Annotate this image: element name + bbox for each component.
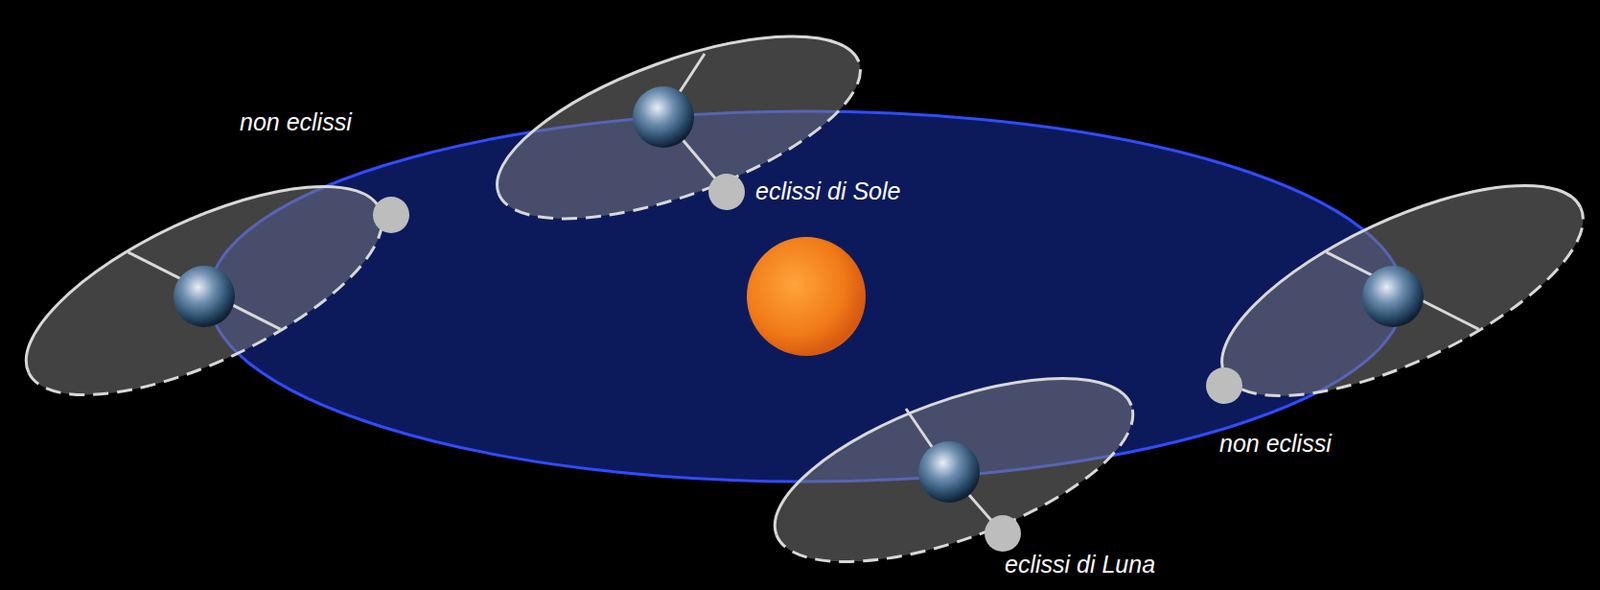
- orbit-plane: [475, 0, 882, 256]
- moon-orbit: [1194, 142, 1600, 438]
- earth: [918, 440, 980, 503]
- moon: [1205, 367, 1243, 404]
- earth: [1362, 265, 1424, 327]
- moon-orbit: [475, 0, 882, 256]
- caption-label: eclissi di Luna: [1004, 549, 1156, 579]
- moon: [984, 514, 1021, 552]
- moon: [372, 196, 410, 233]
- orbit-plane: [0, 144, 410, 438]
- orbit-line: [475, 0, 859, 193]
- moon: [708, 173, 745, 210]
- caption-label: non eclissi: [1219, 428, 1332, 458]
- orbit-line-dashed: [1224, 207, 1600, 438]
- earth: [632, 86, 695, 148]
- orbit-line: [1194, 142, 1581, 373]
- orbit-line: [752, 340, 1132, 534]
- orbit-plane: [752, 340, 1155, 590]
- orbit-line: [0, 144, 380, 373]
- node-line: [1326, 207, 1480, 373]
- earth-orbit: [208, 111, 1404, 482]
- caption-label: eclissi di Sole: [755, 176, 901, 206]
- moon-orbit: [0, 144, 410, 438]
- orbit-line-dashed: [776, 405, 1156, 590]
- caption-label: non eclissi: [239, 107, 352, 137]
- orbit-line-dashed: [28, 208, 410, 438]
- sun: [746, 236, 866, 356]
- orbit-line-dashed: [498, 62, 882, 257]
- orbit-plane: [1194, 142, 1600, 438]
- earth: [173, 265, 235, 327]
- moon-orbit: [752, 340, 1155, 590]
- node-line: [128, 207, 281, 373]
